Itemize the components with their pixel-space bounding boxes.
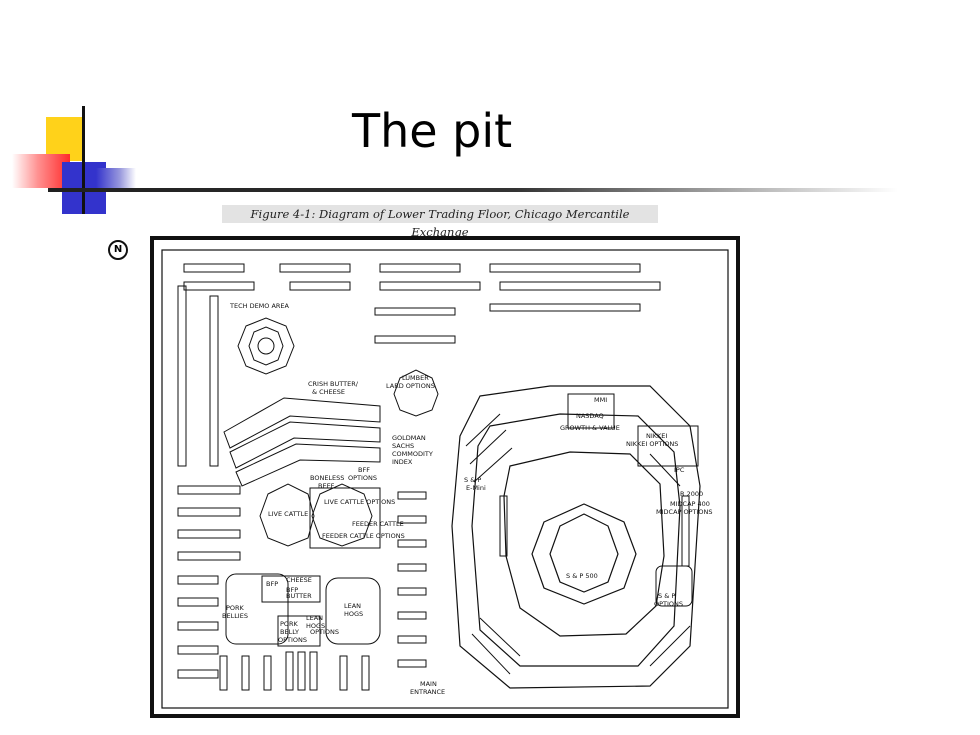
bottom-booth-row [219,651,370,691]
sp-area-booths [465,413,691,675]
label-bellies: BELLIES [222,612,248,620]
label-butter: CRISH BUTTER/ [308,380,359,388]
left-booth-column [177,285,241,679]
label-boneless: BONELESS [310,474,344,482]
label-lard-options: LARD OPTIONS [386,382,435,390]
livestock-lower-pits [225,573,381,647]
lumber-pit [393,369,439,417]
label-sp: S & P [464,476,481,484]
label-belly: BELLY [280,628,299,636]
vertical-line-decoration [82,106,85,214]
label-bfp-2: BFP [286,586,298,594]
label-bff: BFF [358,466,370,474]
label-lumber: LUMBER [402,374,429,382]
label-ipc: IPC [674,466,685,474]
slide-title: The pit [352,104,513,158]
label-lean-2: LEAN [306,614,323,622]
sp500-pit [531,503,637,605]
label-r2000: R 2000 [680,490,703,498]
label-commodity: COMMODITY [392,450,433,458]
label-options-1: OPTIONS [278,636,307,644]
label-tech-demo: TECH DEMO AREA [229,302,290,310]
label-sp-options-1: S & P [658,592,675,600]
label-beef: BEEF [318,482,335,490]
label-hogs-1: HOGS [344,610,363,618]
label-cheese-2: CHEESE [286,576,312,584]
label-bff-options: OPTIONS [348,474,377,482]
label-nikkei: NIKKEI [646,432,667,440]
label-main: MAIN [420,680,437,688]
label-sp500: S & P 500 [566,572,598,580]
label-growth-value: GROWTH & VALUE [560,424,620,432]
yellow-square-decoration [46,117,82,161]
label-mmi: MMI [594,396,607,404]
north-arrow-icon: N [108,240,128,260]
sp-trading-area [451,385,701,689]
label-nasdaq: NASDAQ [576,412,604,420]
red-bar-decoration [12,154,70,188]
label-midcap-options: MIDCAP OPTIONS [656,508,713,516]
label-nikkei-options: NIKKEI OPTIONS [626,440,678,448]
label-goldman: GOLDMAN [392,434,426,442]
tech-demo-octagon [237,317,295,375]
label-live-cattle: LIVE CATTLE [268,510,308,518]
label-cheese: & CHEESE [312,388,345,396]
label-bfp-1: BFP [266,580,278,588]
label-options-2: OPTIONS [310,628,339,636]
blue-bar-decoration [96,168,136,190]
label-lean-1: LEAN [344,602,361,610]
cattle-pits [259,483,381,549]
center-booth-column [397,491,427,668]
nasdaq-pit [567,393,699,607]
label-index: INDEX [392,458,413,466]
label-feeder-cattle: FEEDER CATTLE [352,520,404,528]
angled-booth-block [223,397,381,487]
title-rule [48,188,898,192]
floor-inner-wall [161,249,729,709]
label-sp-options-2: OPTIONS [654,600,683,608]
label-midcap: MIDCAP 400 [670,500,710,508]
label-pork-2: PORK [280,620,299,628]
label-pork: PORK [226,604,245,612]
figure-caption: Figure 4-1: Diagram of Lower Trading Flo… [222,205,658,239]
floor-outer-wall [150,236,740,718]
label-emini: E-Mini [466,484,486,492]
label-entrance: ENTRANCE [410,688,445,696]
floor-plan-diagram: TECH DEMO AREA LUMBER LARD OPTIONS CRISH… [150,236,740,718]
floor-labels: TECH DEMO AREA LUMBER LARD OPTIONS CRISH… [222,302,713,696]
label-butter-2: BUTTER [286,592,312,600]
label-feeder-cattle-options: FEEDER CATTLE OPTIONS [322,532,405,540]
label-live-cattle-options: LIVE CATTLE OPTIONS [324,498,395,506]
label-hogs-2: HOGS [306,622,325,630]
label-sachs: SACHS [392,442,414,450]
